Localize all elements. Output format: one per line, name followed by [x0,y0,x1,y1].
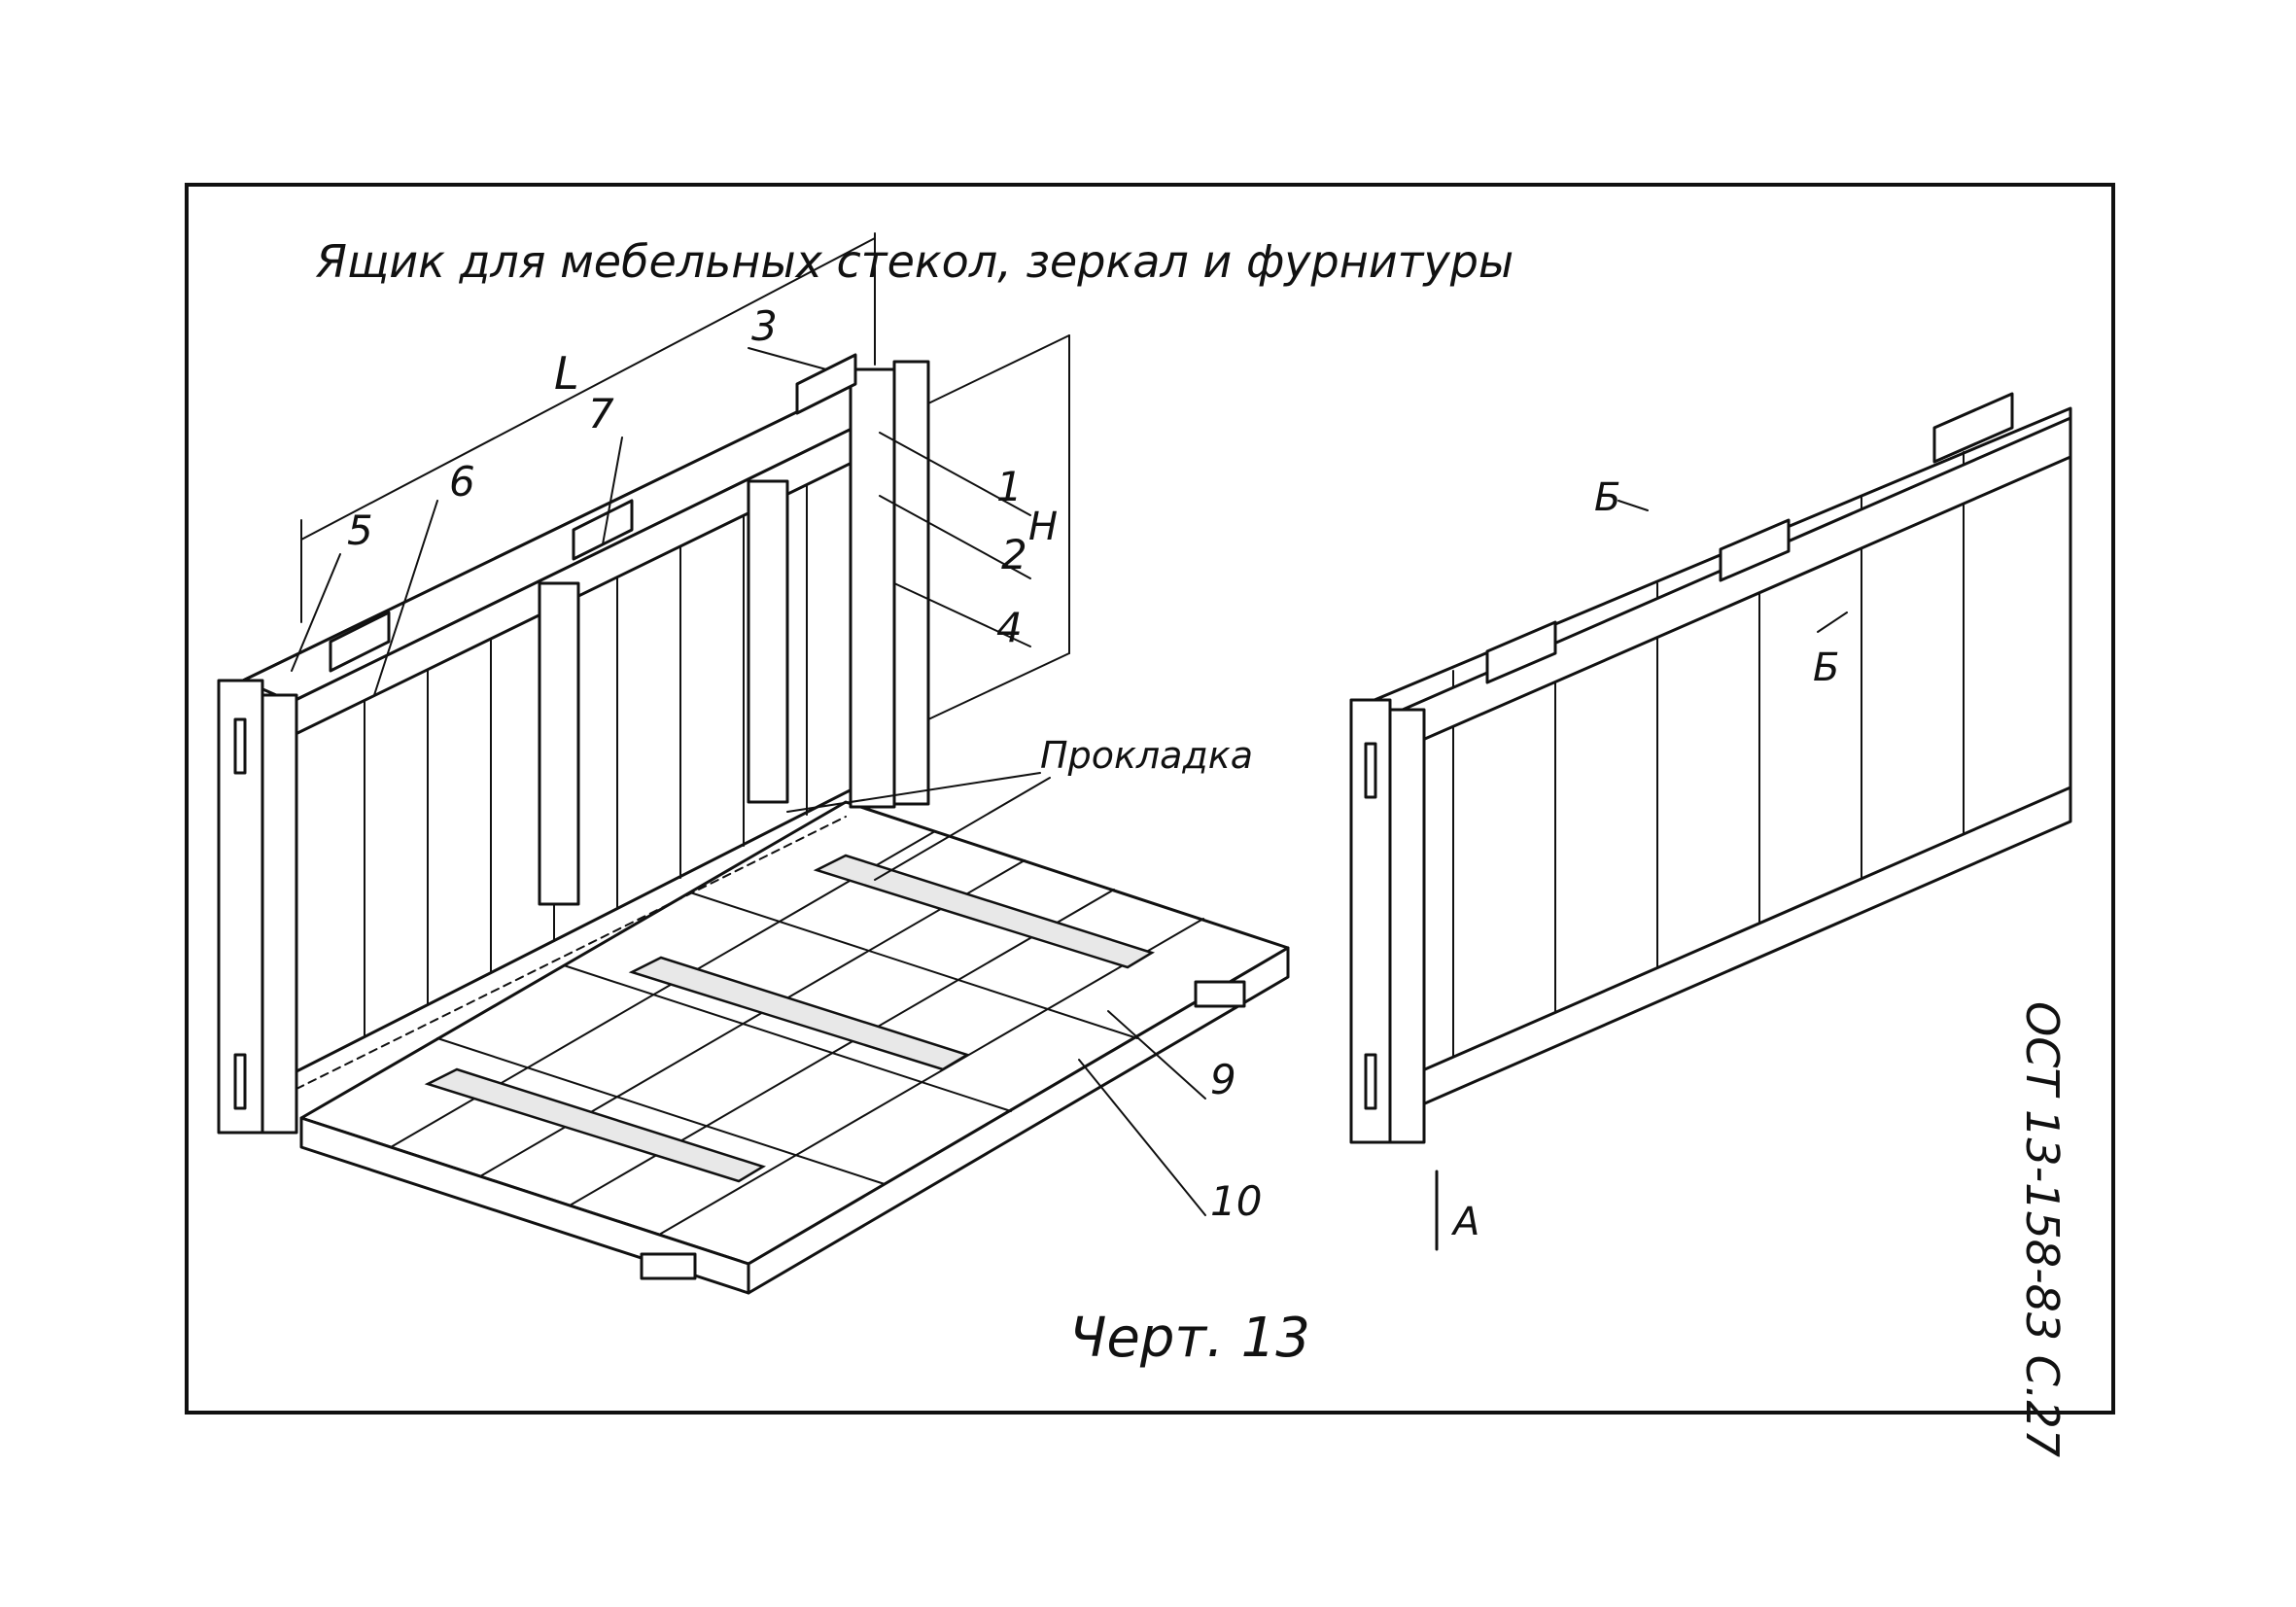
panel-top-cleat [1485,620,1557,684]
closed-panel-view [1349,392,2072,1144]
open-box-view [217,353,1290,1295]
view-a-label: А [1450,1200,1479,1244]
part-number-10: 10 [1210,1177,1262,1225]
panel-post-slot [1364,742,1377,799]
part-number-6: 6 [449,458,475,506]
post-slot [233,717,247,775]
panel-board-lines [1452,451,1965,1080]
gasket-label: Прокладка [1040,734,1253,777]
foot-block [640,1252,697,1280]
part-number-4: 4 [996,604,1023,651]
gasket-strip [813,854,1156,969]
part-number-3: 3 [751,302,778,350]
part-callouts: 3 1 2 4 7 6 5 Прокладка 9 10 [291,302,1262,1225]
gasket-strip [424,1067,767,1183]
section-b-bottom-label: Б [1813,646,1839,690]
dimension-l-line [300,237,876,541]
end-post-right [849,367,896,809]
drawing-title: Ящик для мебельных стекол, зеркал и фурн… [315,235,1513,288]
inner-post [538,581,580,906]
post-slot [233,1053,247,1110]
figure-caption: Черт. 13 [1069,1307,1310,1370]
top-cleat [795,353,857,415]
end-post-right-inner [892,360,930,806]
dimension-h-label: H [1028,505,1058,549]
gasket-strip [628,956,971,1071]
dimension-l-label: L [554,347,579,400]
part-number-9: 9 [1210,1056,1236,1103]
panel-top-cleat [1719,518,1791,582]
panel-top-cleat [1932,392,2014,464]
top-cleat [329,611,391,673]
bottom-panel-edge-side [747,946,1290,1295]
top-cleat [572,499,634,561]
standard-stamp: ОСТ 13-158-83 С.27 [2016,1001,2069,1457]
foot-block [1194,980,1246,1008]
part-number-2: 2 [1001,531,1027,578]
dimension-lines: L H [300,232,1070,720]
panel-end-post-inner [1388,708,1426,1144]
end-post-left [217,679,264,1135]
part-number-5: 5 [347,507,373,554]
end-post-left-inner [261,693,298,1135]
inner-post [747,479,789,804]
hinge-line [296,816,847,1090]
panel-post-slot [1364,1053,1377,1110]
part-number-7: 7 [588,390,614,437]
part-number-1: 1 [996,463,1023,510]
section-b-top-label: Б [1594,475,1620,520]
drawing-frame [185,183,2115,1415]
section-marks: Б Б А [1435,475,1848,1251]
panel-end-post [1349,698,1392,1144]
